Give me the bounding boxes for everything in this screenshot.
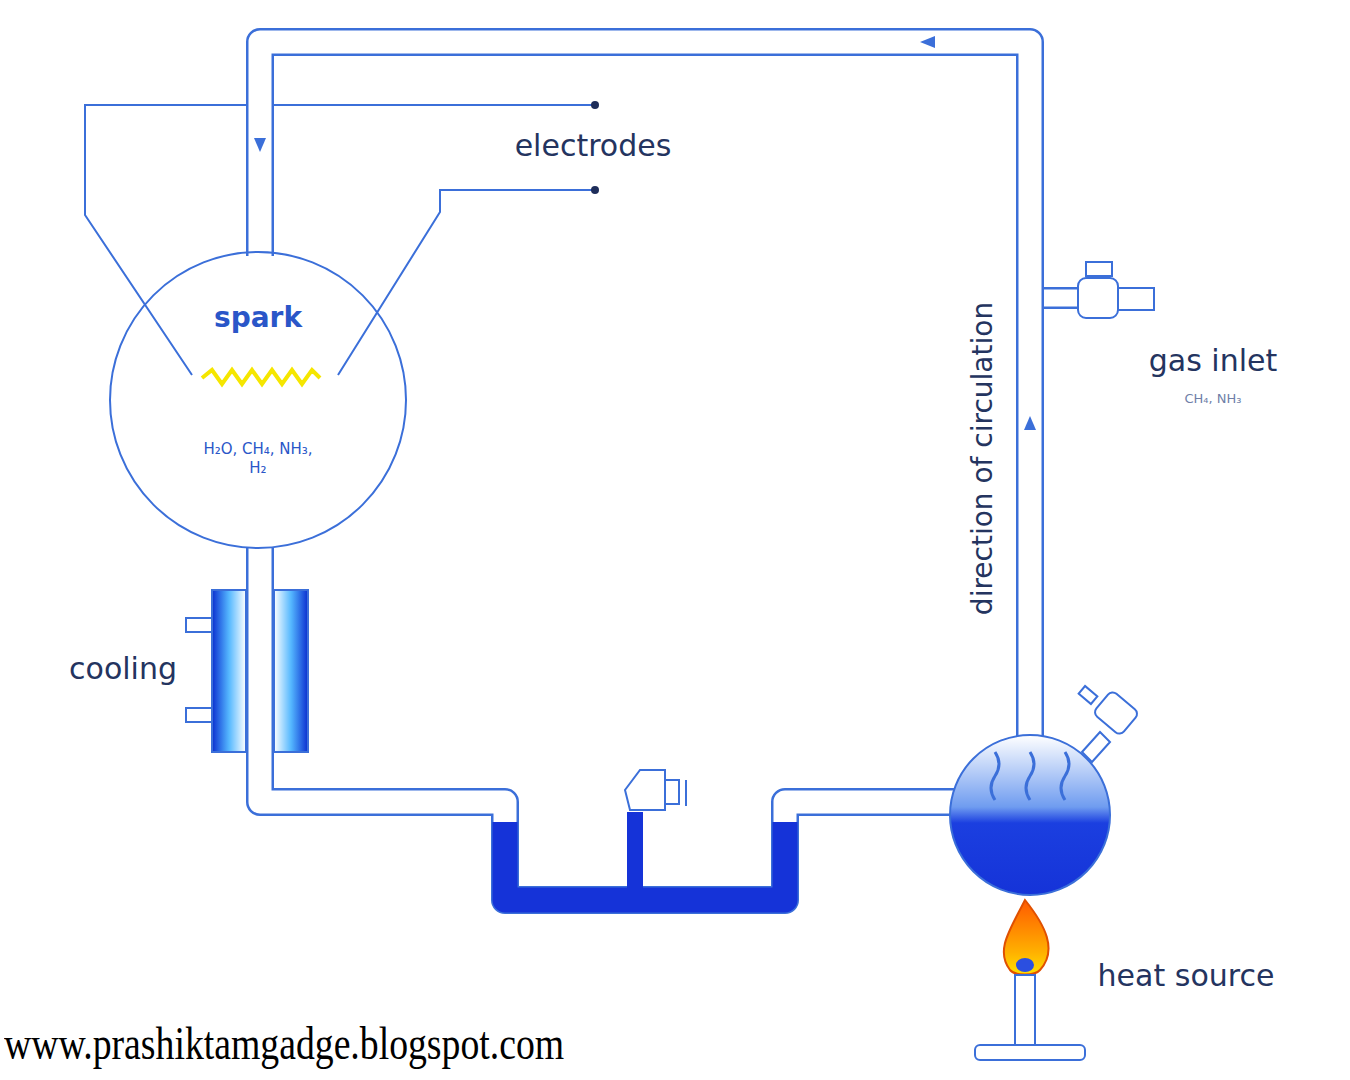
node-heading: spark [214,300,302,335]
part-label: electrodes [515,128,672,163]
part-label: cooling [69,651,177,686]
part-label: heat source [1098,958,1275,993]
gas-note: CH₄, NH₃ [1184,391,1241,406]
watermark: www.prashiktamgadge.blogspot.com [4,1017,564,1070]
flow-label: direction of circulation [967,301,1000,614]
reaction-flask: sparkH₂O, CH₄, NH₃, H₂ [108,250,408,550]
part-label: gas inlet [1149,343,1278,378]
flask-outline [108,250,408,550]
gas-mixture: H₂O, CH₄, NH₃, H₂ [193,440,323,478]
